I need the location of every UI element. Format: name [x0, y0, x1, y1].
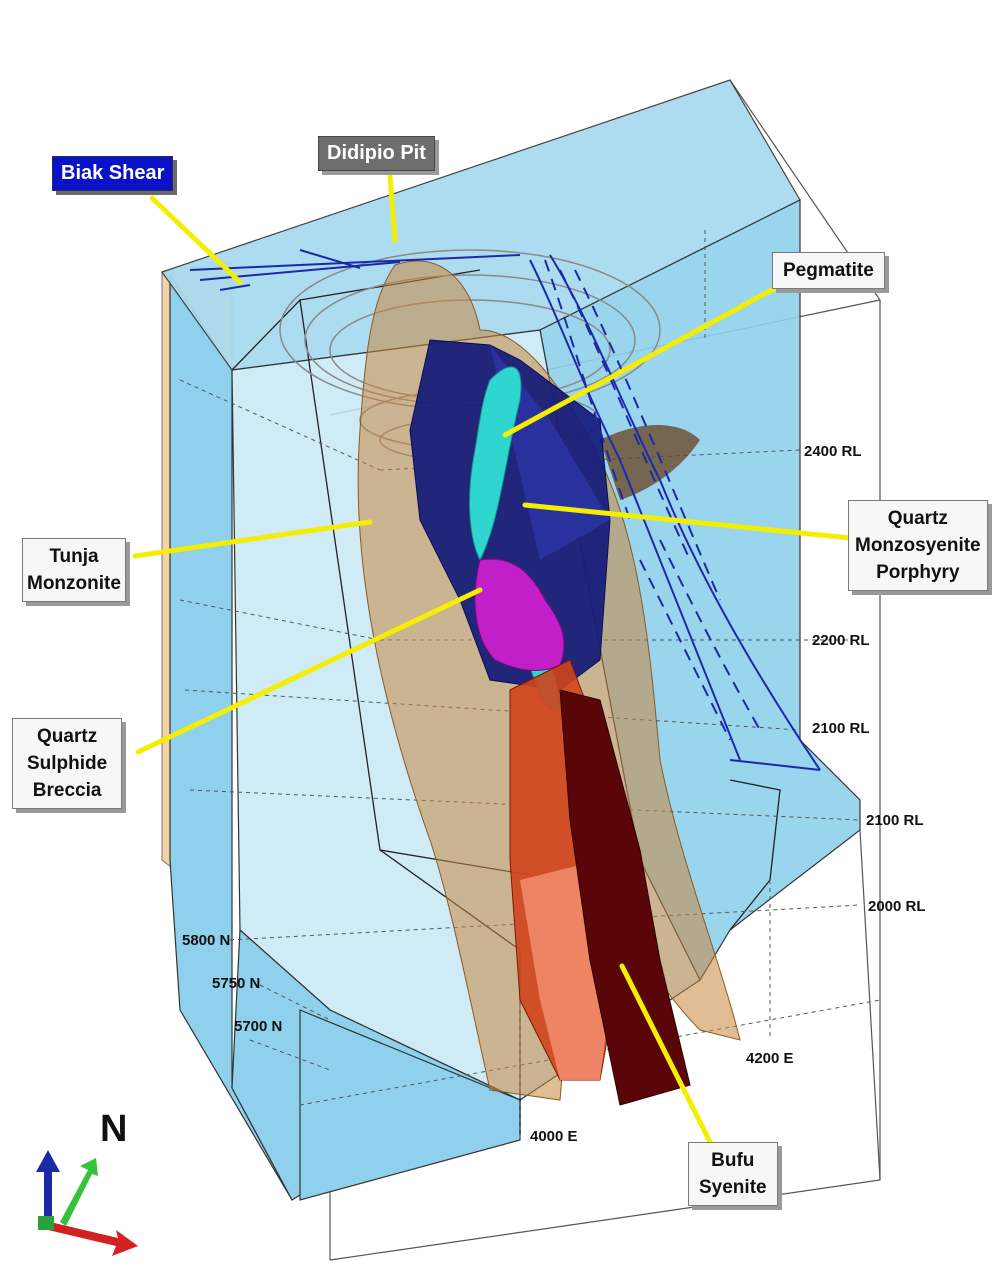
- east-arrow-red: [48, 1222, 138, 1256]
- qmp-line-1: Quartz: [855, 505, 981, 532]
- north-label: N: [100, 1108, 127, 1151]
- grid-label-2200rl: 2200 RL: [812, 632, 870, 649]
- label-pegmatite: Pegmatite: [772, 252, 885, 289]
- grid-label-2100rl-b: 2100 RL: [866, 812, 924, 829]
- grid-label-5800n: 5800 N: [182, 932, 230, 949]
- north-arrow-green: [60, 1158, 98, 1226]
- label-biak-shear: Biak Shear: [52, 156, 173, 191]
- grid-label-4200e: 4200 E: [746, 1050, 794, 1067]
- up-arrow-blue: [36, 1150, 60, 1222]
- label-didipio-pit: Didipio Pit: [318, 136, 435, 171]
- grid-label-4000e: 4000 E: [530, 1128, 578, 1145]
- orientation-triad: [36, 1150, 138, 1256]
- qsb-line-1: Quartz: [27, 723, 107, 750]
- qmp-line-3: Porphyry: [855, 559, 981, 586]
- label-tunja-monzonite: Tunja Monzonite: [22, 538, 126, 602]
- qsb-line-2: Sulphide: [27, 750, 107, 777]
- tunja-line-1: Tunja: [27, 543, 121, 570]
- qsb-line-3: Breccia: [27, 777, 107, 804]
- label-quartz-monzosyenite-porphyry: Quartz Monzosyenite Porphyry: [848, 500, 988, 591]
- triad-origin: [38, 1216, 54, 1230]
- grid-label-5700n: 5700 N: [234, 1018, 282, 1035]
- tunja-line-2: Monzonite: [27, 570, 121, 597]
- grid-label-2100rl-a: 2100 RL: [812, 720, 870, 737]
- grid-label-5750n: 5750 N: [212, 975, 260, 992]
- label-bufu-syenite: Bufu Syenite: [688, 1142, 778, 1206]
- grid-label-2400rl: 2400 RL: [804, 443, 862, 460]
- bufu-line-1: Bufu: [699, 1147, 767, 1174]
- grid-label-2000rl: 2000 RL: [868, 898, 926, 915]
- qmp-line-2: Monzosyenite: [855, 532, 981, 559]
- bufu-line-2: Syenite: [699, 1174, 767, 1201]
- label-quartz-sulphide-breccia: Quartz Sulphide Breccia: [12, 718, 122, 809]
